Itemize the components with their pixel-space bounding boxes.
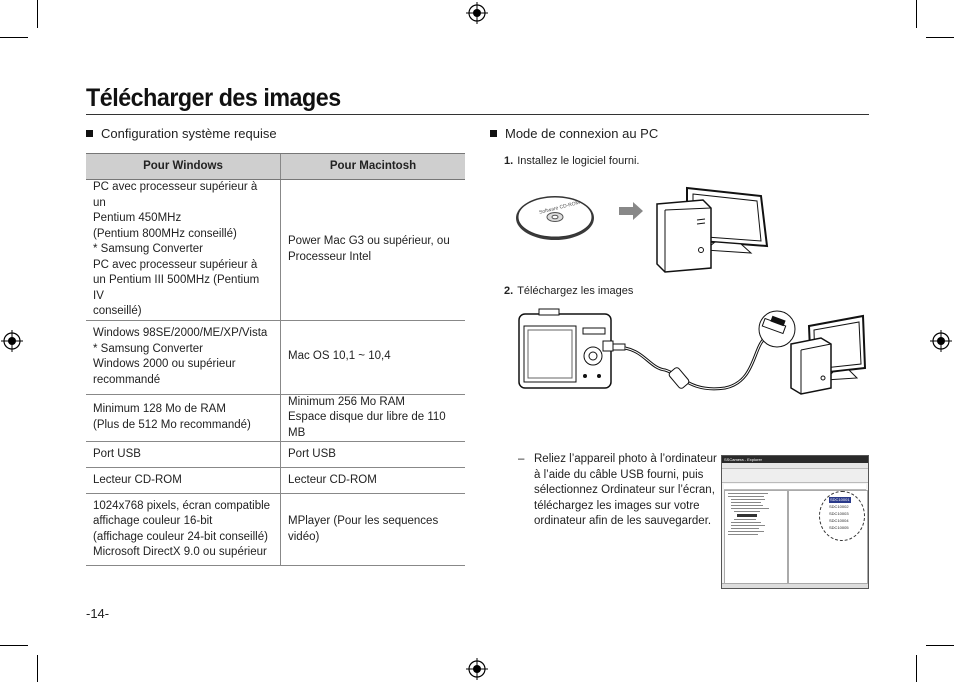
column-header-mac: Pour Macintosh [280,153,465,180]
instruction-text: Reliez l’appareil photo à l’ordinateur à… [534,453,717,527]
column-header-windows: Pour Windows [86,153,281,180]
crop-mark [0,645,28,646]
camera-icon [518,308,612,389]
step-1-number: 1. [504,155,514,167]
highlight-circle [819,491,865,541]
registration-mark-icon [930,330,952,352]
step-2-number: 2. [504,285,514,297]
crop-mark [0,37,28,38]
table-row: Windows 98SE/2000/ME/XP/Vista * Samsung … [86,320,465,395]
crop-mark [37,0,38,28]
table-row: Minimum 128 Mo de RAM (Plus de 512 Mo re… [86,394,465,442]
usb-port-zoom-icon [758,310,796,348]
table-cell-mac: Power Mac G3 ou supérieur, ou Processeur… [280,179,465,321]
usb-connection-illustration [518,308,867,395]
requirements-table: Pour Windows Pour Macintosh PC avec proc… [86,153,465,566]
explorer-title: SSCamera - Explorer [724,457,763,462]
table-cell-mac: Lecteur CD-ROM [280,467,465,494]
explorer-screenshot: SSCamera - Explorer SDC10001 SDC10002 SD… [721,455,869,589]
table-row: PC avec processeur supérieur à un Pentiu… [86,179,465,321]
explorer-file-list: SDC10001 SDC10002 SDC10003 SDC10004 SDC1… [788,490,868,584]
page-number: -14- [86,606,110,621]
table-cell-windows: Lecteur CD-ROM [86,467,281,494]
connection-heading: Mode de connexion au PC [490,126,658,141]
crop-mark [926,37,954,38]
explorer-menubar [722,463,868,469]
install-software-illustration: Software CD-ROM [516,186,769,273]
title-divider [86,114,869,115]
computer-icon [790,314,867,395]
requirements-heading: Configuration système requise [86,126,277,141]
registration-mark-icon [1,330,23,352]
crop-mark [37,655,38,682]
crop-mark [916,655,917,682]
step-1-text: Installez le logiciel fourni. [517,155,640,167]
explorer-titlebar: SSCamera - Explorer [722,456,868,463]
table-cell-mac: Port USB [280,441,465,468]
table-row: 1024x768 pixels, écran compatible affich… [86,493,465,566]
square-bullet-icon [490,130,497,137]
explorer-address-bar [724,484,866,490]
table-cell-mac: MPlayer (Pour les sequences vidéo) [280,493,465,566]
cd-rom-icon: Software CD-ROM [516,196,594,240]
step-1: 1.Installez le logiciel fourni. [504,155,639,167]
table-cell-windows: 1024x768 pixels, écran compatible affich… [86,493,281,566]
table-header-row: Pour Windows Pour Macintosh [86,153,465,180]
square-bullet-icon [86,130,93,137]
table-row: Port USB Port USB [86,441,465,468]
table-row: Lecteur CD-ROM Lecteur CD-ROM [86,467,465,494]
table-cell-windows: Minimum 128 Mo de RAM (Plus de 512 Mo re… [86,394,281,442]
registration-mark-icon [466,2,488,24]
step-2: 2.Téléchargez les images [504,285,633,297]
computer-icon [656,186,769,273]
table-cell-windows: PC avec processeur supérieur à un Pentiu… [86,179,281,321]
crop-mark [916,0,917,28]
page-title: Télécharger des images [86,84,341,112]
explorer-folder-tree [724,490,788,584]
registration-mark-icon [466,658,488,680]
arrow-right-icon [619,202,643,220]
requirements-heading-text: Configuration système requise [101,126,277,141]
table-cell-mac: Mac OS 10,1 ~ 10,4 [280,320,465,395]
explorer-statusbar [722,583,868,588]
table-cell-mac: Minimum 256 Mo RAM Espace disque dur lib… [280,394,465,442]
connection-heading-text: Mode de connexion au PC [505,126,659,141]
step-2-text: Téléchargez les images [517,285,634,297]
table-cell-windows: Windows 98SE/2000/ME/XP/Vista * Samsung … [86,320,281,395]
crop-mark [926,645,954,646]
usb-cable-icon [602,336,767,391]
dash-bullet: – [518,453,525,465]
explorer-toolbar [722,469,868,483]
connection-instruction: – Reliez l’appareil photo à l’ordinateur… [518,452,718,530]
table-cell-windows: Port USB [86,441,281,468]
